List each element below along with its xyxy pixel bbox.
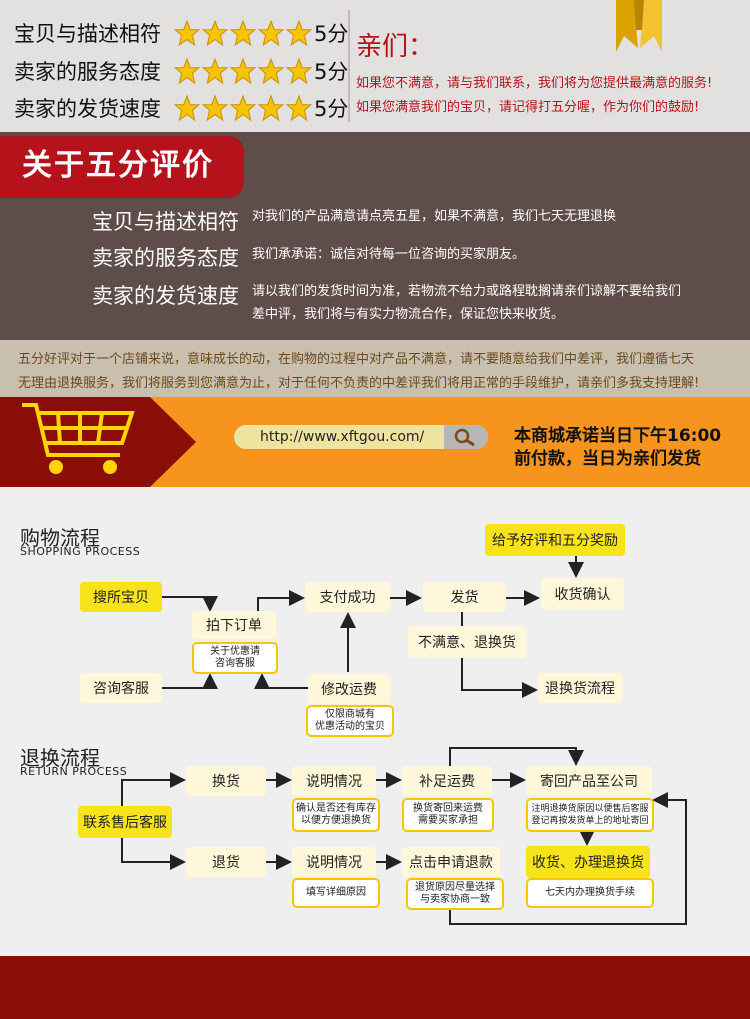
search-icon [454, 428, 475, 447]
step-postage-note: 换货寄回来运费 需要买家承担 [402, 798, 494, 832]
promise-line-1: 本商城承诺当日下午16:00 [514, 426, 722, 446]
returns-subtitle: RETURN PROCESS [20, 765, 128, 778]
step-modify-postage: 修改运费 [308, 674, 390, 704]
step-modify-note: 仅限商城有 优惠活动的宝贝 [306, 705, 394, 737]
notice-line-2: 无理由退换服务，我们将服务到您满意为止，对于任何不负责的中差评我们将用正常的手段… [18, 376, 700, 391]
step-unhappy: 不满意、退换货 [408, 626, 526, 658]
star-rating [173, 19, 313, 47]
divider [348, 10, 350, 122]
star-icon [257, 19, 285, 47]
about-head-shipping: 卖家的发货速度 [92, 284, 239, 308]
rating-row-description: 宝贝与描述相符 5分 [14, 18, 348, 48]
about-tab-banner [0, 136, 244, 198]
about-desc-description: 对我们的产品满意请点亮五星，如果不满意，我们七天无理退换 [252, 209, 617, 224]
step-apply-refund: 点击申请退款 [402, 847, 500, 877]
notice-band [0, 340, 750, 397]
step-ship: 发货 [423, 582, 506, 612]
star-icon [173, 19, 201, 47]
star-icon [285, 57, 313, 85]
step-explain-refund: 说明情况 [292, 847, 376, 877]
about-head-service: 卖家的服务态度 [92, 246, 239, 270]
star-icon [201, 57, 229, 85]
step-explain-refund-note: 填写详细原因 [292, 878, 380, 908]
url-text: http://www.xftgou.com/ [260, 429, 425, 445]
star-icon [285, 19, 313, 47]
star-icon [229, 19, 257, 47]
about-title: 关于五分评价 [22, 148, 214, 183]
step-send-back-note: 注明退换货原因以便售后客服 登记再按发货单上的地址寄回 [526, 798, 654, 832]
step-exchange: 换货 [186, 766, 266, 796]
footer-band [0, 956, 750, 1019]
cart-banner [0, 397, 196, 487]
step-apply-refund-note: 退货原因尽量选择 与卖家协商一致 [406, 878, 504, 910]
about-desc-shipping-2: 差中评，我们将与有实力物流合作，保证您快来收货。 [252, 307, 565, 322]
rating-score: 5分 [314, 22, 349, 46]
promise-line-2: 前付款，当日为亲们发货 [514, 449, 701, 469]
step-receive-process: 收货、办理退换货 [526, 846, 650, 878]
star-icon [201, 19, 229, 47]
star-icon [285, 94, 313, 122]
step-return-flow: 退换货流程 [538, 673, 622, 703]
rating-score: 5分 [314, 97, 349, 121]
star-icon [173, 57, 201, 85]
search-button[interactable] [444, 425, 488, 449]
star-icon [257, 94, 285, 122]
step-order: 拍下订单 [192, 611, 276, 639]
ribbon-medal-icon [616, 0, 662, 52]
rating-row-shipping: 卖家的发货速度 5分 [14, 93, 348, 123]
star-rating [173, 94, 313, 122]
step-reward: 给予好评和五分奖励 [485, 524, 625, 556]
dear-title: 亲们： [356, 32, 435, 62]
step-explain-exchange: 说明情况 [292, 766, 376, 796]
star-icon [201, 94, 229, 122]
shopping-subtitle: SHOPPING PROCESS [20, 545, 141, 558]
step-confirm: 收货确认 [541, 578, 624, 610]
rating-label: 卖家的发货速度 [14, 97, 161, 121]
rating-score: 5分 [314, 60, 349, 84]
returns-title: 退换流程 [20, 746, 100, 770]
rating-label: 宝贝与描述相符 [14, 22, 161, 46]
shopping-title: 购物流程 [20, 526, 100, 550]
star-icon [229, 57, 257, 85]
step-paid: 支付成功 [305, 582, 390, 612]
step-explain-exchange-note: 确认是否还有库存 以便方便退换货 [292, 798, 380, 832]
dear-line-1: 如果您不满意，请与我们联系，我们将为您提供最满意的服务! [356, 76, 713, 91]
step-refund: 退货 [186, 847, 266, 877]
step-contact-service: 联系售后客服 [78, 806, 172, 838]
star-icon [173, 94, 201, 122]
about-desc-service: 我们承承诺：诚信对待每一位咨询的买家朋友。 [252, 247, 526, 262]
step-search: 搜所宝贝 [80, 582, 162, 612]
star-icon [257, 57, 285, 85]
notice-line-1: 五分好评对于一个店铺来说，意味成长的动，在购物的过程中对产品不满意，请不要随意给… [18, 352, 695, 367]
star-icon [229, 94, 257, 122]
rating-label: 卖家的服务态度 [14, 60, 161, 84]
about-head-description: 宝贝与描述相符 [92, 210, 239, 234]
about-desc-shipping-1: 请以我们的发货时间为准，若物流不给力或路程耽搁请亲们谅解不要给我们 [252, 284, 682, 299]
step-send-back: 寄回产品至公司 [526, 766, 652, 796]
dear-line-2: 如果您满意我们的宝贝，请记得打五分喔，作为你们的鼓励! [356, 100, 700, 115]
step-order-note: 关于优惠请 咨询客服 [192, 642, 278, 674]
shopping-cart-icon [22, 403, 135, 457]
step-consult: 咨询客服 [80, 673, 162, 703]
rating-row-service: 卖家的服务态度 5分 [14, 56, 348, 86]
star-rating [173, 57, 313, 85]
step-postage: 补足运费 [402, 766, 492, 796]
step-receive-note: 七天内办理换货手续 [526, 878, 654, 908]
